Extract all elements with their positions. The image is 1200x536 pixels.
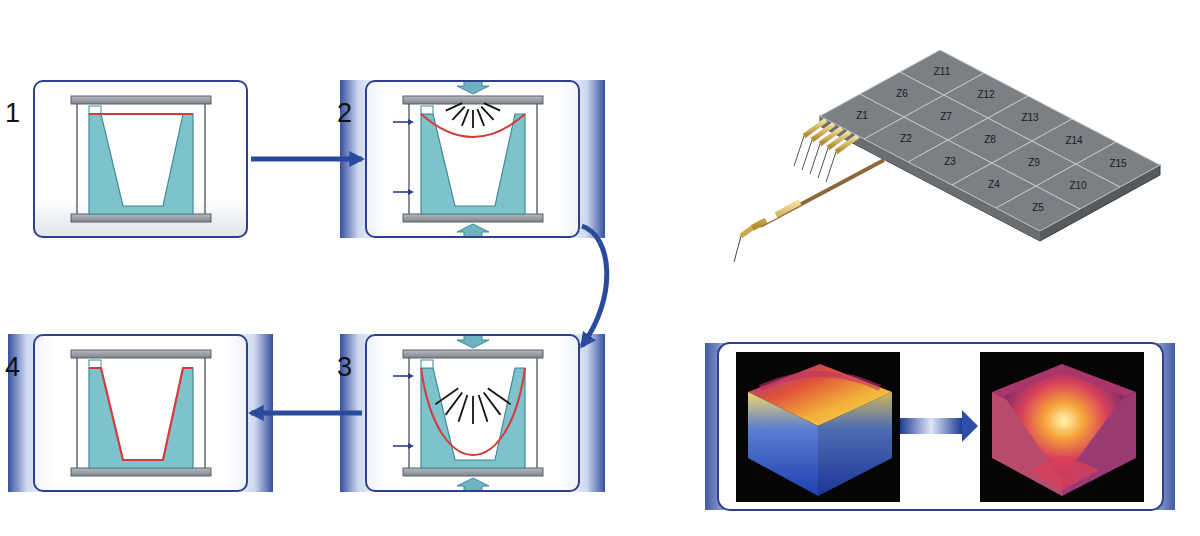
press-step-4 [89,368,193,460]
heater-wires [752,202,800,228]
panel-grounds [365,80,580,238]
pressure-line [452,107,464,120]
zone-label: Z8 [984,135,996,145]
simulation-panel [736,352,900,502]
simulation-panel [962,410,978,442]
press-step-3 [393,335,489,491]
zone-label: Z15 [1109,159,1126,169]
simulation-panel [818,392,892,496]
pressure-line [479,395,488,422]
press-step-1 [71,96,211,222]
pressure-line [477,109,484,126]
step-number: 2 [337,100,352,127]
process-step-panel: 1 [33,80,248,238]
pressure-line [472,110,474,128]
press-step-3 [403,350,543,476]
flow-arrow [582,226,607,346]
pressure-line [462,109,469,126]
step-number: 1 [5,100,20,127]
panel-grounds [8,334,273,492]
pressure-lines [446,103,500,128]
lead-wire [826,152,836,182]
zone-label: Z2 [900,134,912,144]
heater-wires [766,215,776,220]
process-step-panel: 2 [365,80,580,238]
pressure-line [446,103,462,111]
press-step-2 [393,81,489,237]
zone-label: Z1 [856,111,868,121]
zone-label: Z7 [940,112,952,122]
zone-label: Z12 [977,90,994,100]
heater-zone: Z15 [1076,142,1160,187]
simulation-panel [760,374,880,388]
lead-wire [810,144,820,174]
panel-grounds [340,334,605,492]
press-step-4 [71,350,211,476]
press-step-2 [403,96,543,222]
panel-grounds [340,80,605,238]
press-step-3 [421,368,525,455]
simulation-panel [705,343,1175,510]
simulation-panel [900,418,962,434]
zone-label: Z14 [1065,136,1082,146]
heater-slab [820,116,1160,242]
simulation-panel [1030,455,1100,490]
heater-wires [741,228,752,236]
step-number: 3 [337,354,352,381]
panel-grounds [365,334,580,492]
zone-outline [1076,142,1160,187]
zone-label: Z4 [988,180,1000,190]
zone-label: Z3 [944,157,956,167]
zone-label: Z5 [1032,203,1044,213]
lead-wire [802,140,812,170]
simulation-panel [748,392,818,496]
heater-slab [820,116,1160,242]
pressure-lines [435,388,510,424]
pressure-line [459,395,468,422]
lead-wire [794,136,804,166]
heater-wires [734,236,741,262]
step-number: 4 [5,354,20,381]
press-step-1 [89,113,193,115]
press-step-4 [71,350,211,476]
press-step-1 [71,96,211,222]
simulation-panel [980,352,1144,502]
panel-grounds [8,80,605,492]
press-step-2 [393,81,543,237]
heater-wires [734,120,884,262]
simulation-panel [718,343,1163,510]
zone-label: Z13 [1021,113,1038,123]
pressure-line [484,392,501,414]
flow-arrow [251,411,362,416]
panel-grounds [33,334,248,492]
pressure-line [435,388,458,404]
pressure-line [481,107,493,120]
flow-arrow [251,157,362,162]
pressure-line [484,103,500,111]
lead-pin [836,136,858,152]
simulation-panel [705,343,1175,510]
panel-grounds [33,80,248,238]
lead-wire [818,148,828,178]
zone-label: Z10 [1069,181,1086,191]
process-step-panel: 3 [365,334,580,492]
zone-label: Z9 [1028,158,1040,168]
zone-label: Z11 [934,67,951,77]
zone-label: Z6 [896,89,908,99]
press-step-3 [393,335,543,491]
pressure-line [472,396,474,424]
process-step-panel: 4 [33,334,248,492]
